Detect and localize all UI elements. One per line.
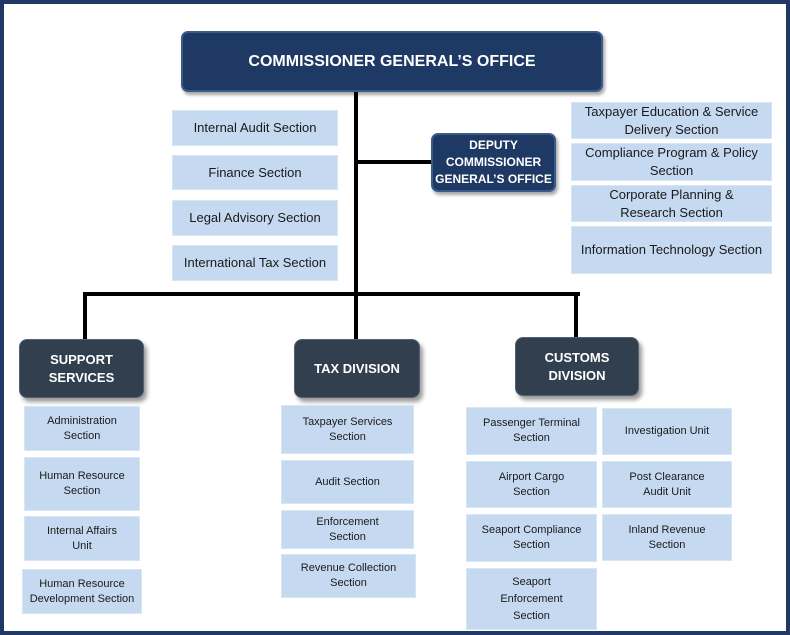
customs-division-title: CUSTOMS DIVISION [544, 349, 610, 383]
legal-advisory-section-box: Legal Advisory Section [172, 200, 338, 236]
tax-division-title: TAX DIVISION [314, 360, 400, 376]
internal-affairs-unit-box: Internal Affairs Unit [24, 516, 140, 561]
seaport-compliance-section-box: Seaport Compliance Section [466, 514, 597, 562]
passenger-terminal-section-box: Passenger Terminal Section [466, 407, 597, 455]
unit-label: Enforcement Section [316, 515, 379, 543]
commissioner-general-office-box: COMMISSIONER GENERAL’S OFFICE [181, 31, 603, 92]
internal-audit-section-box: Internal Audit Section [172, 110, 338, 146]
human-resource-section-box: Human Resource Section [24, 457, 140, 511]
section-label: Finance Section [208, 164, 302, 180]
deputy-commissioner-office-box: DEPUTY COMMISSIONER GENERAL’S OFFICE [431, 133, 556, 192]
section-label: Internal Audit Section [193, 120, 317, 135]
unit-label: Taxpayer Services Section [302, 415, 393, 443]
deputy-commissioner-office-title: DEPUTY COMMISSIONER GENERAL’S OFFICE [435, 138, 552, 186]
audit-section-box: Audit Section [281, 460, 414, 504]
section-label: Taxpayer Education & Service Delivery Se… [584, 103, 759, 137]
unit-label: Administration Section [47, 414, 117, 442]
administration-section-box: Administration Section [24, 406, 140, 451]
support-services-title: SUPPORT SERVICES [48, 351, 115, 385]
information-technology-section-box: Information Technology Section [571, 226, 772, 274]
revenue-collection-section-box: Revenue Collection Section [281, 554, 416, 598]
seaport-enforcement-section-box: Seaport Enforcement Section [466, 568, 597, 630]
airport-cargo-section-box: Airport Cargo Section [466, 461, 597, 508]
taxpayer-education-section-box: Taxpayer Education & Service Delivery Se… [571, 102, 772, 139]
investigation-unit-box: Investigation Unit [602, 408, 732, 455]
compliance-program-section-box: Compliance Program & Policy Section [571, 143, 772, 181]
unit-label: Seaport Enforcement Section [500, 575, 563, 622]
international-tax-section-box: International Tax Section [172, 245, 338, 281]
support-services-box: SUPPORT SERVICES [19, 339, 144, 398]
finance-section-box: Finance Section [172, 155, 338, 190]
inland-revenue-section-box: Inland Revenue Section [602, 514, 732, 561]
unit-label: Internal Affairs Unit [46, 524, 118, 552]
commissioner-general-office-title: COMMISSIONER GENERAL’S OFFICE [248, 52, 536, 70]
unit-label: Post Clearance Audit Unit [629, 470, 705, 498]
unit-label: Revenue Collection Section [300, 562, 397, 589]
post-clearance-audit-unit-box: Post Clearance Audit Unit [602, 461, 732, 508]
unit-label: Audit Section [315, 475, 380, 488]
section-label: International Tax Section [183, 255, 327, 270]
unit-label: Inland Revenue Section [628, 523, 706, 551]
unit-label: Seaport Compliance Section [481, 524, 582, 551]
unit-label: Airport Cargo Section [498, 470, 565, 498]
taxpayer-services-section-box: Taxpayer Services Section [281, 405, 414, 454]
section-label: Information Technology Section [580, 242, 763, 257]
section-label: Legal Advisory Section [189, 210, 321, 225]
enforcement-section-box: Enforcement Section [281, 510, 414, 549]
corporate-planning-section-box: Corporate Planning & Research Section [571, 185, 772, 222]
customs-division-box: CUSTOMS DIVISION [515, 337, 639, 396]
unit-label: Human Resource Section [39, 470, 125, 497]
unit-label: Investigation Unit [624, 425, 710, 437]
unit-label: Human Resource Development Section [29, 577, 135, 605]
section-label: Compliance Program & Policy Section [585, 145, 758, 178]
tax-division-box: TAX DIVISION [294, 339, 420, 398]
hr-development-section-box: Human Resource Development Section [22, 569, 142, 614]
unit-label: Passenger Terminal Section [482, 417, 580, 444]
section-label: Corporate Planning & Research Section [609, 186, 734, 220]
